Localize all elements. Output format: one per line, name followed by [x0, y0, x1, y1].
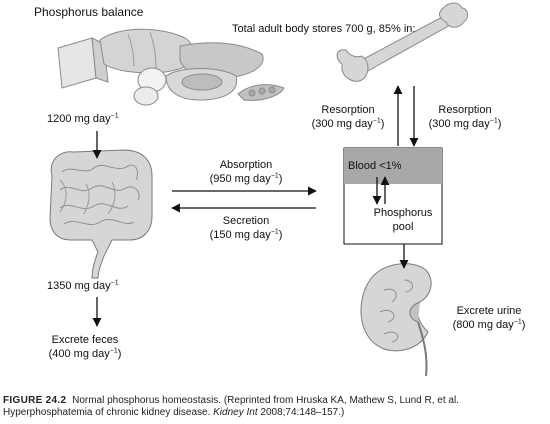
- blood-label: Blood <1%: [348, 160, 402, 172]
- diagram-title: Phosphorus balance: [34, 5, 144, 19]
- caption-citation: 2008;74:148–157.): [260, 407, 345, 418]
- caption-journal: Kidney Int: [213, 407, 258, 418]
- secretion-label: Secretion (150 mg day−1): [209, 215, 283, 241]
- kidney-illustration: [360, 263, 432, 377]
- arrows: [92, 85, 419, 327]
- resorption-left-label: Resorption (300 mg day−1): [311, 104, 385, 130]
- intake-label: 1200 mg day−1: [47, 112, 119, 125]
- gut-output-label: 1350 mg day−1: [47, 279, 119, 292]
- urine-label: Excrete urine (800 mg day−1): [452, 305, 526, 331]
- intestine-illustration: [49, 149, 153, 279]
- food-illustration: [57, 28, 285, 106]
- body-stores-label: Total adult body stores 700 g, 85% in:: [232, 23, 416, 35]
- feces-label: Excrete feces (400 mg day−1): [48, 334, 122, 360]
- figure-caption: FIGURE 24.2 Normal phosphorus homeostasi…: [3, 395, 549, 419]
- bone-illustration: [336, 2, 469, 82]
- blood-box: [344, 148, 442, 184]
- resorption-right-label: Resorption (300 mg day−1): [428, 104, 502, 130]
- phosphorus-pool-label: Phosphorus pool: [373, 207, 433, 233]
- caption-text: Normal phosphorus homeostasis. (Reprinte…: [3, 395, 459, 418]
- figure-number: FIGURE 24.2: [3, 395, 67, 406]
- absorption-label: Absorption (950 mg day−1): [209, 159, 283, 185]
